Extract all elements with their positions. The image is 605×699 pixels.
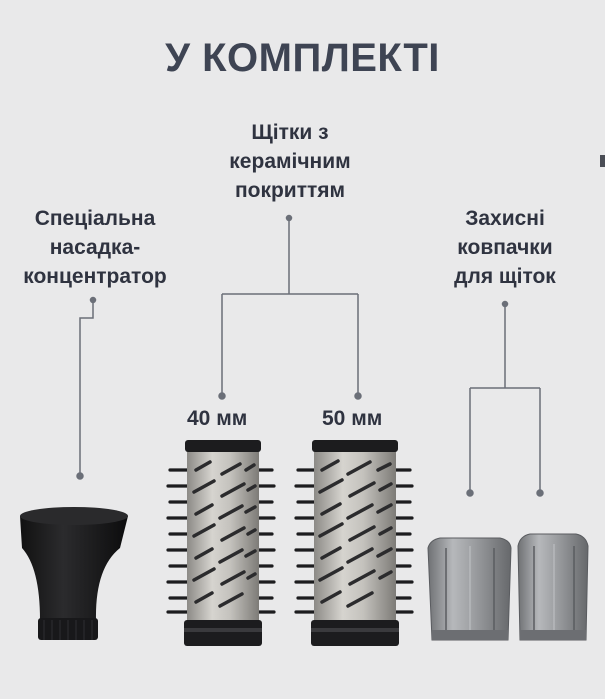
brushes-label-line-2: керамічним [229,150,351,173]
brush-50mm [294,440,414,646]
concentrator-nozzle [20,507,128,640]
concentrator-label: Спеціальна насадка- концентратор [10,204,180,291]
caps-connector [469,304,541,492]
edge-mark [600,155,605,167]
protective-cap-1 [427,537,512,641]
caps-label-line-3: для щіток [454,265,556,288]
brushes-label-line-3: покриттям [234,179,346,202]
concentrator-connector [79,300,94,475]
brushes-label-line-1: Щітки з [251,121,329,144]
concentrator-label-line-1: Спеціальна [34,207,156,230]
protective-cap-2 [517,533,589,641]
brush-size-40: 40 мм [187,407,248,430]
connector-lines [76,214,544,497]
brushes-label: Щітки з керамічним покриттям [200,118,380,205]
concentrator-label-line-3: концентратор [23,265,167,288]
caps-label-line-2: ковпачки [457,236,553,259]
concentrator-label-line-2: насадка- [49,236,141,259]
page-title: У КОМПЛЕКТІ [165,36,440,80]
caps-label-line-1: Захисні [465,207,545,230]
brushes-connector [221,218,359,395]
caps-label: Захисні ковпачки для щіток [420,204,590,291]
brush-40mm [166,440,276,646]
brush-size-50: 50 мм [322,407,383,430]
